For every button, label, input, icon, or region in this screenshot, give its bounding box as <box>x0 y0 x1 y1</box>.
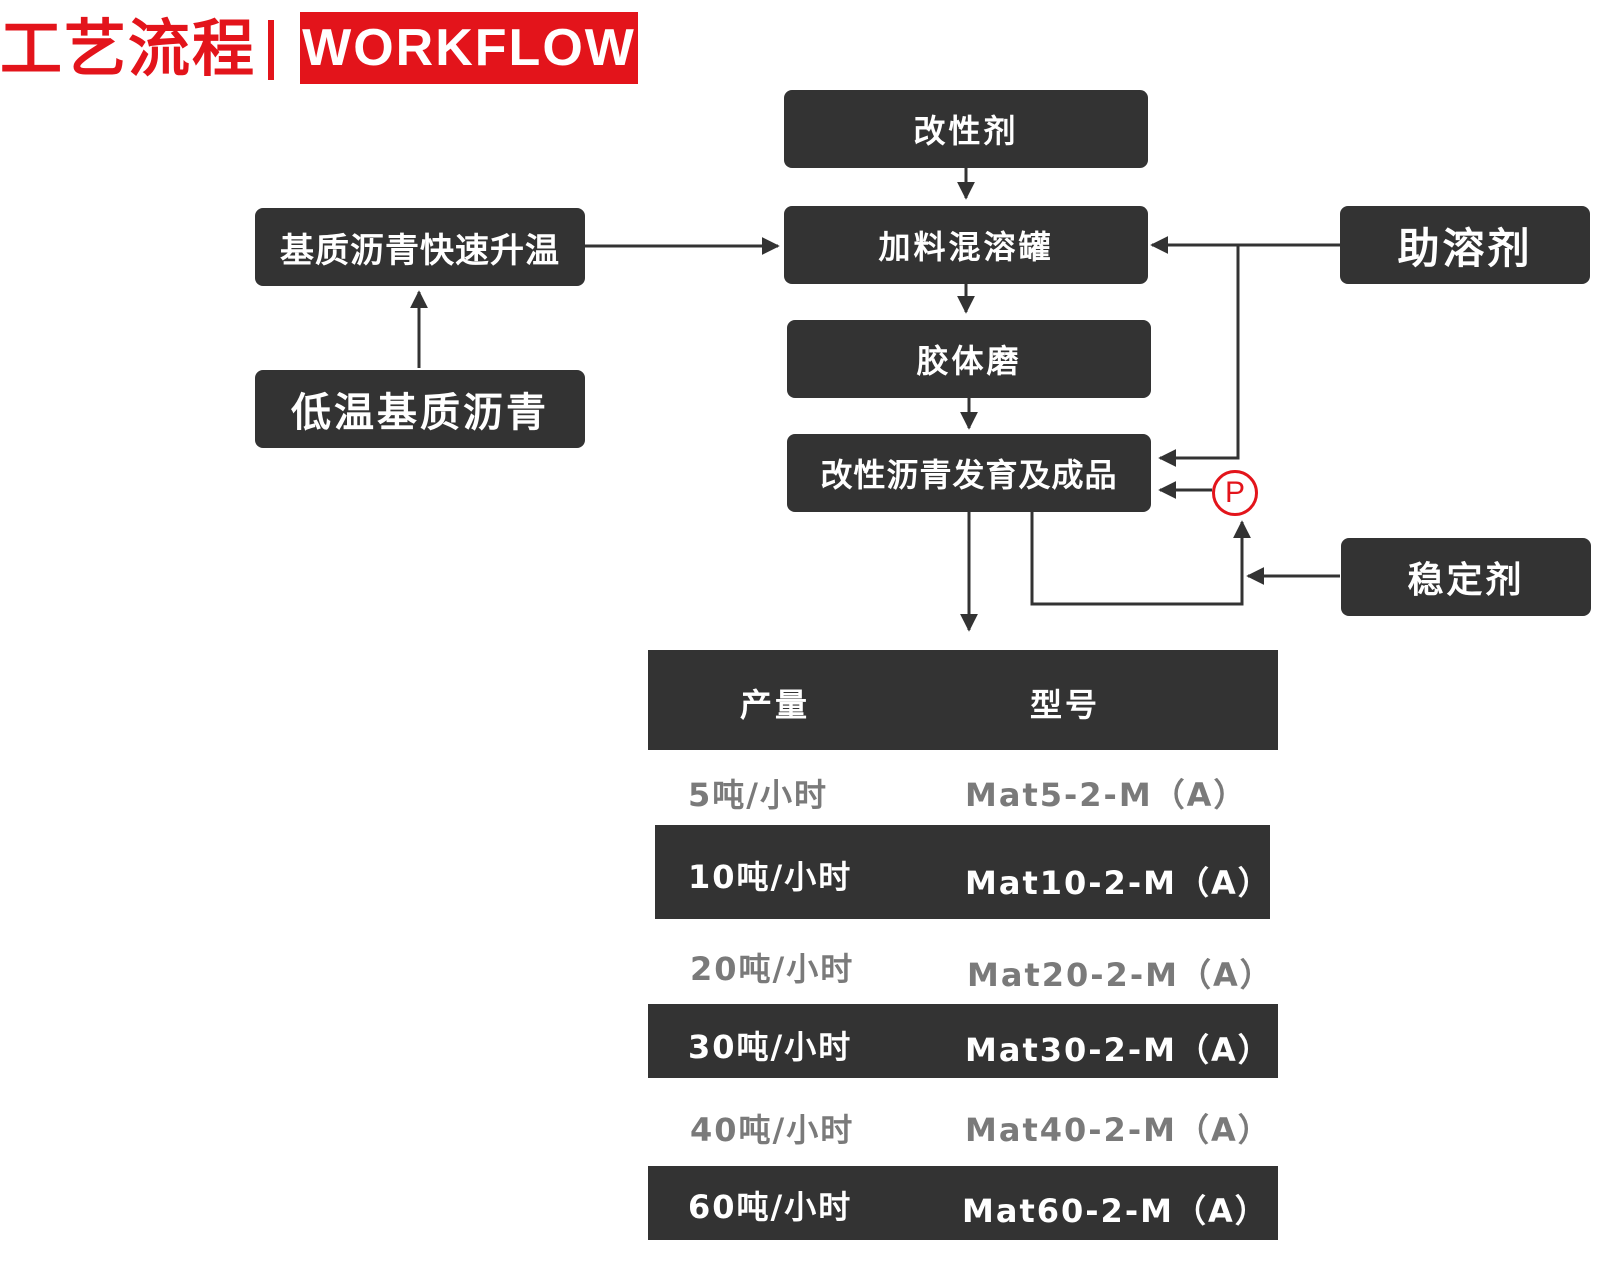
header-model: 型号 <box>1030 686 1101 724</box>
table-header <box>648 650 1278 750</box>
low-temp-asphalt-box: 低温基质沥青 <box>255 370 585 448</box>
heating-box: 基质沥青快速升温 <box>255 208 585 286</box>
pump-icon: P <box>1212 470 1258 516</box>
row-2-model: Mat10-2-M（A） <box>965 864 1272 902</box>
workflow-badge: WORKFLOW <box>300 12 638 84</box>
arrow-loop-to-pump <box>1030 512 1251 606</box>
table-row-4 <box>648 1004 1278 1078</box>
table-row-2 <box>655 825 1270 919</box>
row-5-model: Mat40-2-M（A） <box>965 1111 1272 1149</box>
row-3-output: 20吨/小时 <box>690 950 855 988</box>
mixing-tank-box: 加料混溶罐 <box>784 206 1148 284</box>
header-output: 产量 <box>740 686 811 724</box>
row-6-model: Mat60-2-M（A） <box>962 1192 1269 1230</box>
row-1-model: Mat5-2-M（A） <box>965 776 1248 814</box>
row-1-output: 5吨/小时 <box>688 776 828 814</box>
table-row-6 <box>648 1166 1278 1240</box>
row-3-model: Mat20-2-M（A） <box>967 956 1274 994</box>
page-title: 工艺流程 <box>0 12 257 85</box>
development-box: 改性沥青发育及成品 <box>787 434 1151 512</box>
row-6-output: 60吨/小时 <box>688 1188 853 1226</box>
row-4-model: Mat30-2-M（A） <box>965 1031 1272 1069</box>
row-4-output: 30吨/小时 <box>688 1028 853 1066</box>
modifier-box: 改性剂 <box>784 90 1148 168</box>
colloid-mill-box: 胶体磨 <box>787 320 1151 398</box>
title-divider <box>268 20 274 80</box>
stabilizer-box: 稳定剂 <box>1341 538 1591 616</box>
row-2-output: 10吨/小时 <box>688 858 853 896</box>
cosolvent-box: 助溶剂 <box>1340 206 1590 284</box>
arrow-cosolvent-to-development <box>1158 245 1240 467</box>
row-5-output: 40吨/小时 <box>690 1111 855 1149</box>
